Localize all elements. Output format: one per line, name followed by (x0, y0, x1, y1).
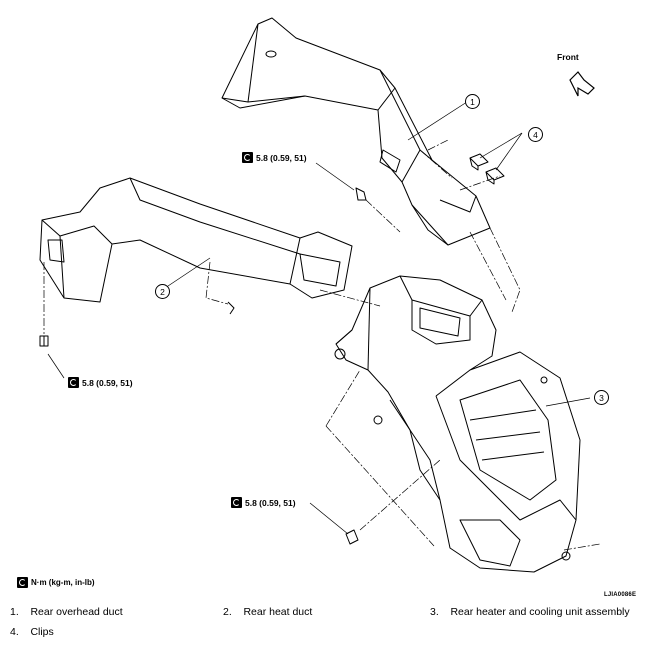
torque-icon (231, 497, 242, 508)
caption-text: Clips (30, 626, 54, 638)
part-number-1: 1 (465, 94, 480, 109)
torque-icon (17, 577, 28, 588)
caption-1: 1. Rear overhead duct (10, 606, 123, 618)
torque-callout-bottom: 5.8 (0.59, 51) (231, 497, 296, 508)
caption-number: 2. (223, 606, 232, 618)
caption-number: 1. (10, 606, 19, 618)
rear-heat-duct (39, 177, 353, 303)
exploded-diagram (39, 17, 601, 573)
bolts (39, 187, 367, 545)
caption-number: 3. (430, 606, 439, 618)
caption-text: Rear overhead duct (30, 606, 123, 618)
front-label: Front (557, 52, 579, 62)
torque-icon (68, 377, 79, 388)
clips (469, 153, 505, 185)
front-arrow-icon (569, 71, 595, 97)
caption-number: 4. (10, 626, 19, 638)
torque-legend: N·m (kg-m, in-lb) (17, 577, 95, 588)
part-number-4: 4 (528, 127, 543, 142)
legend-text: N·m (kg-m, in-lb) (31, 578, 95, 587)
torque-callout-top: 5.8 (0.59, 51) (242, 152, 307, 163)
torque-value: 5.8 (0.59, 51) (245, 497, 296, 508)
rear-overhead-duct (221, 17, 491, 246)
image-code: LJIA0086E (604, 592, 637, 598)
torque-icon (242, 152, 253, 163)
part-number-2: 2 (155, 284, 170, 299)
caption-4: 4. Clips (10, 626, 54, 638)
torque-value: 5.8 (0.59, 51) (82, 377, 133, 388)
caption-2: 2. Rear heat duct (223, 606, 312, 618)
part-number-3: 3 (594, 390, 609, 405)
torque-value: 5.8 (0.59, 51) (256, 152, 307, 163)
heater-cooling-unit (334, 275, 581, 573)
caption-text: Rear heater and cooling unit assembly (450, 606, 630, 618)
caption-3: 3. Rear heater and cooling unit assembly (430, 606, 630, 618)
torque-callout-left: 5.8 (0.59, 51) (68, 377, 133, 388)
caption-text: Rear heat duct (243, 606, 313, 618)
